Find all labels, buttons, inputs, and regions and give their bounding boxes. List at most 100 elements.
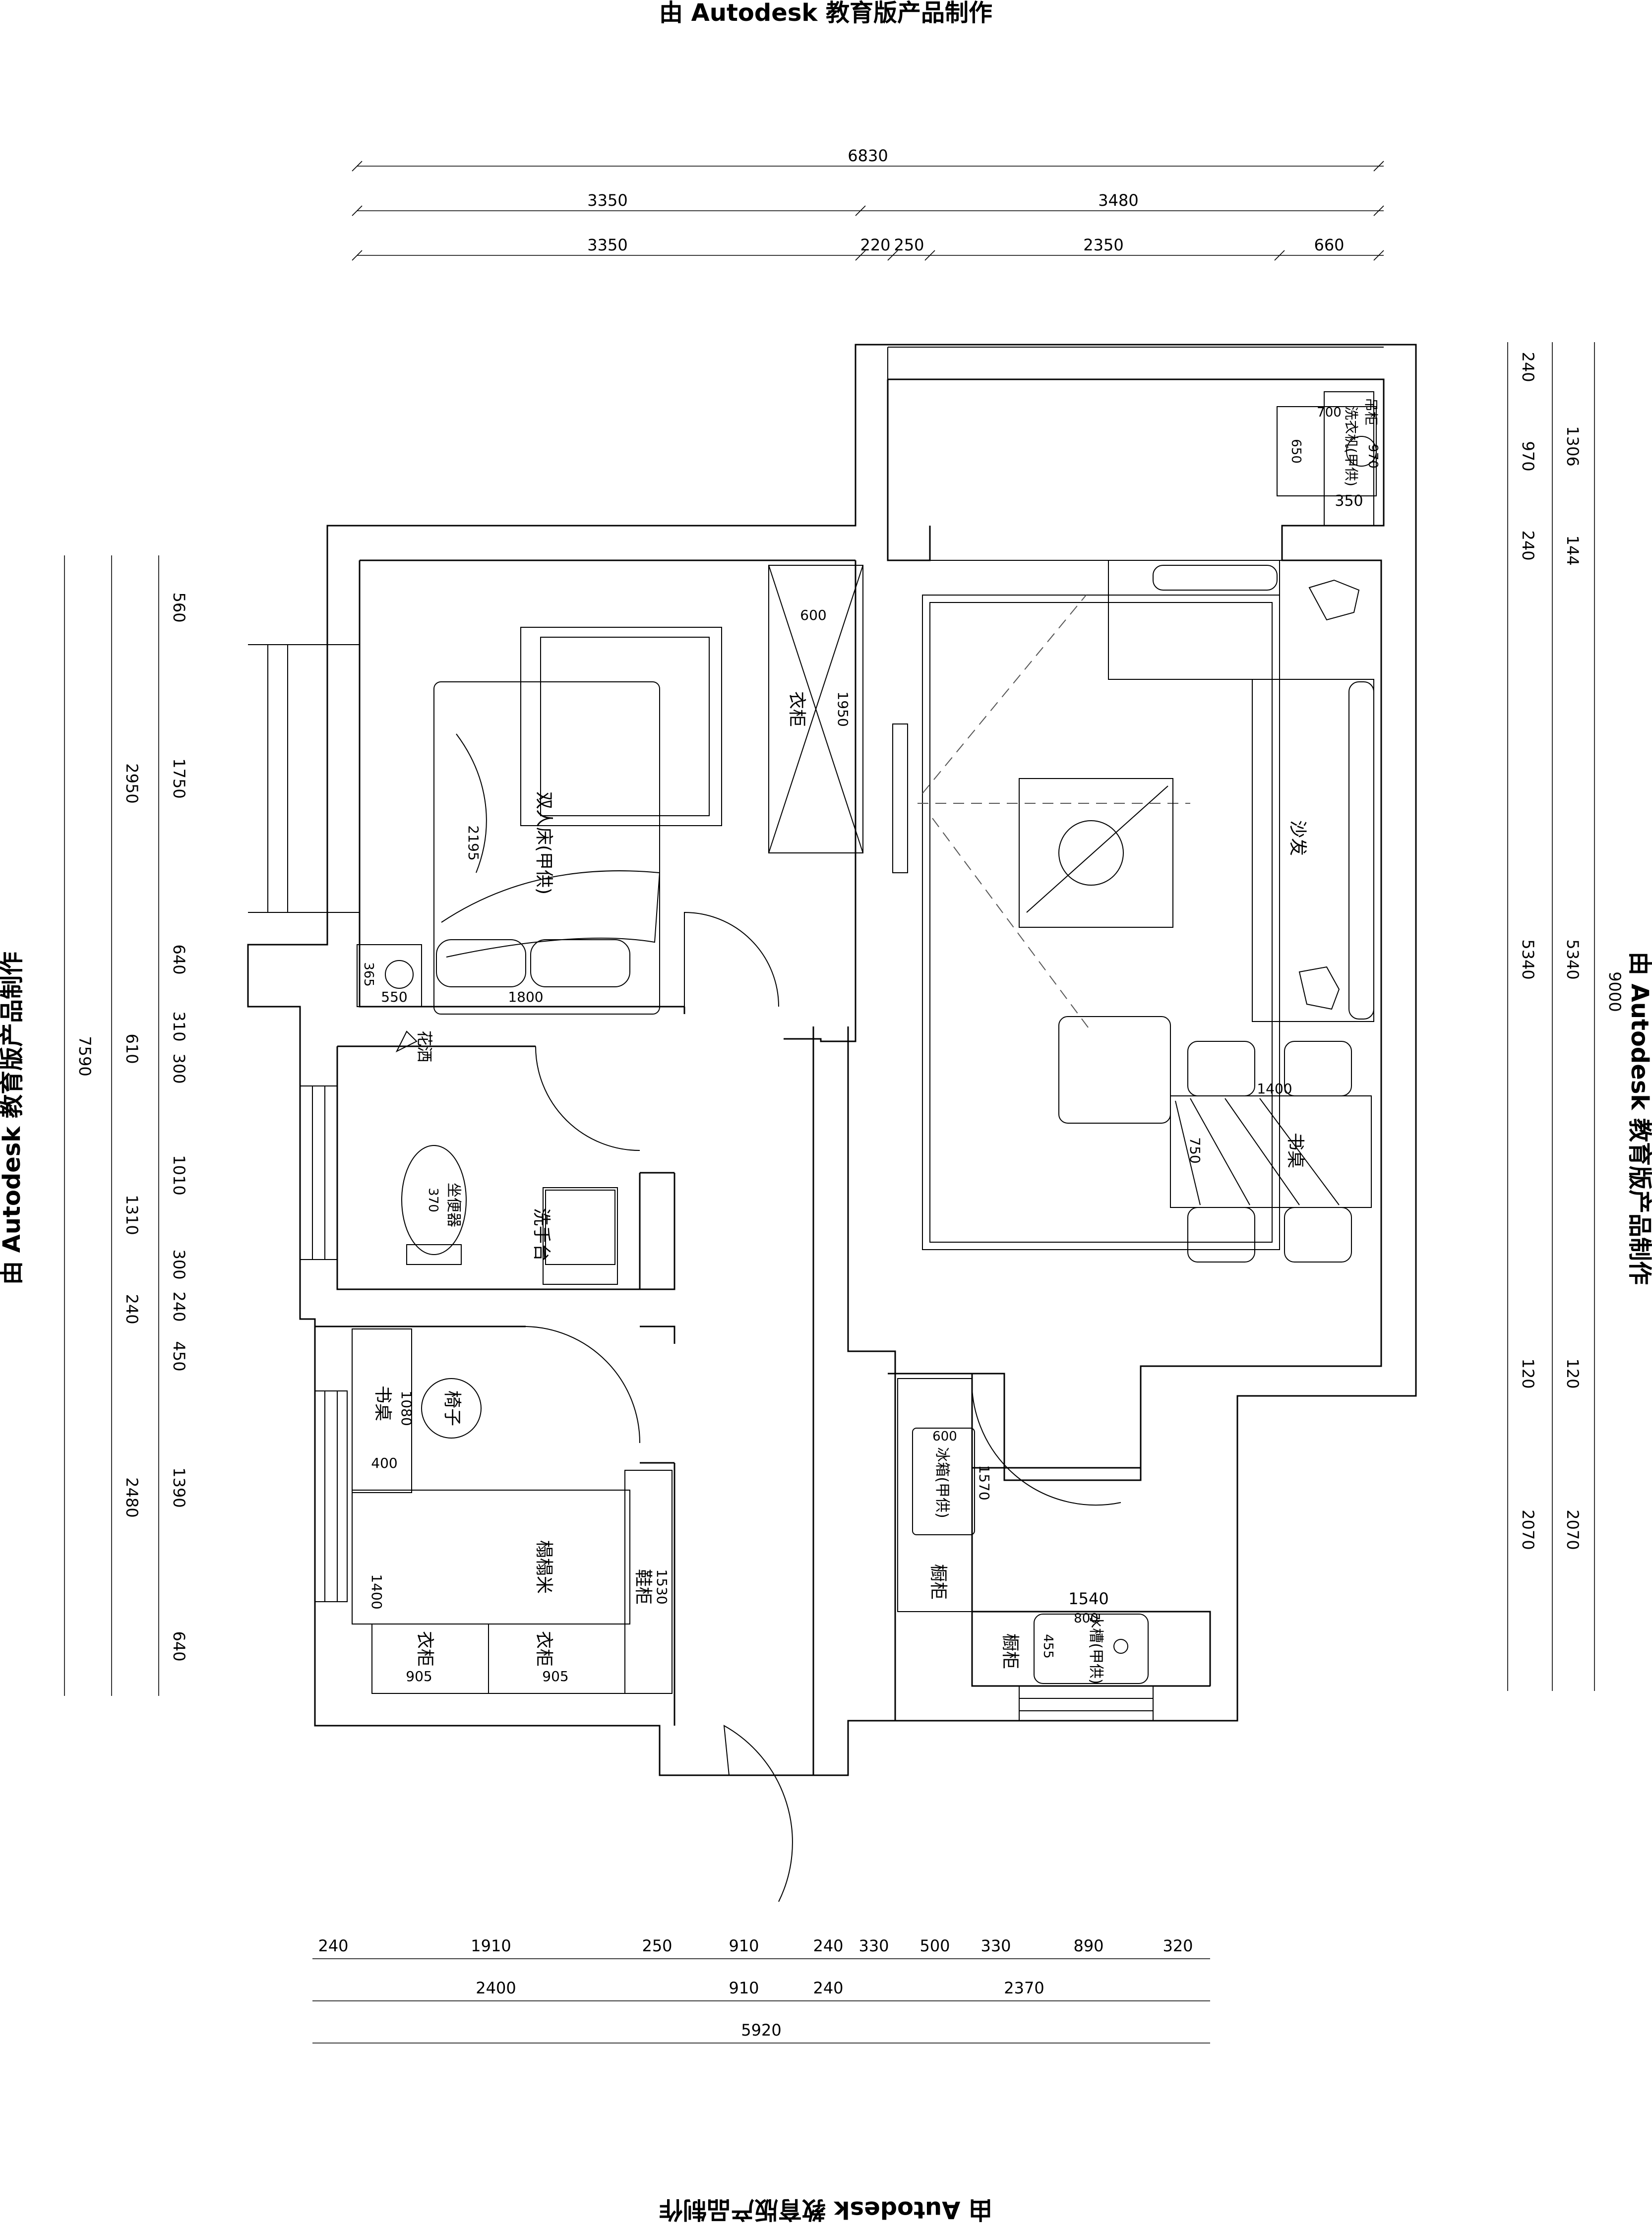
dim-top-250: 250: [894, 236, 924, 254]
nightstand-dim-365: 365: [361, 962, 376, 987]
dim-bottom-500: 500: [919, 1936, 950, 1955]
dim-left-overall: 7590: [75, 1036, 94, 1076]
dim-bottom-240c: 240: [813, 1979, 843, 1997]
washer-label: 洗衣机(甲供): [1343, 406, 1359, 486]
left-dimensions: 7590 2950 610 1310 240 2480 560 1750 640…: [64, 555, 188, 1696]
door-entrance: [723, 1725, 793, 1902]
fridge-label: 冰箱(甲供): [933, 1447, 951, 1518]
dining-table-dim-1400: 1400: [1257, 1081, 1292, 1097]
shoe-cabinet-label: 鞋柜: [633, 1569, 653, 1605]
tatami: 榻榻米 1400: [352, 1490, 630, 1624]
wardrobe-study-1: 衣柜 905: [371, 1624, 489, 1694]
watermark-top: 由 Autodesk 教育版产品制作: [659, 0, 992, 27]
wardrobe-master-label: 衣柜: [787, 691, 807, 727]
dim-right-120b: 120: [1563, 1358, 1582, 1388]
dim-left-450: 450: [170, 1341, 188, 1371]
dim-right-5340: 5340: [1519, 939, 1537, 979]
dim-bottom-890: 890: [1073, 1936, 1103, 1955]
dim-left-1390: 1390: [170, 1467, 188, 1507]
double-bed-dim-1800: 1800: [508, 989, 543, 1005]
living-room: 沙发 1400 750 书桌: [892, 560, 1374, 1263]
dim-left-2950: 2950: [122, 763, 141, 803]
sofa: 沙发: [1108, 560, 1374, 1022]
dim-bottom-910: 910: [729, 1936, 759, 1955]
ottoman: [1058, 1016, 1171, 1124]
double-bed-label: 双人床(甲供): [534, 791, 554, 895]
study-desk-label: 书桌: [372, 1385, 393, 1421]
tatami-label: 榻榻米: [534, 1540, 554, 1594]
dim-bottom-240: 240: [318, 1936, 348, 1955]
study-desk-dim-1080: 1080: [398, 1390, 415, 1426]
dim-right-2070b: 2070: [1563, 1509, 1582, 1550]
study-desk: 书桌 1080 400: [352, 1328, 415, 1493]
door-master-bedroom: [684, 911, 779, 1007]
right-dimensions: 240 970 240 5340 120 2070 1306 144 5340 …: [1507, 342, 1624, 1691]
bathroom: 花洒 坐便器 370 洗手台: [395, 1030, 618, 1285]
dim-right-144: 144: [1563, 535, 1582, 565]
dim-bottom-320: 320: [1163, 1936, 1193, 1955]
washer: 洗衣机(甲供) 吊柜 700 970 650 350: [1277, 391, 1380, 526]
dining-table-dim-750: 750: [1187, 1137, 1203, 1163]
dim-left-610: 610: [122, 1033, 141, 1064]
kitchen-sink-dim-800: 800: [1074, 1611, 1099, 1626]
dim-bottom-240b: 240: [813, 1936, 843, 1955]
master-bedroom: 衣柜 600 1950 双人床(甲供) 2195 1800 365 550: [357, 565, 863, 1015]
dim-top-660: 660: [1314, 236, 1344, 254]
kitchen: 冰箱(甲供) 600 1570 橱柜 橱柜 水槽(甲供) 1540 800 45…: [897, 1378, 1211, 1686]
kitchen-sink: 水槽(甲供) 1540 800 455: [1034, 1589, 1149, 1685]
fridge: 冰箱(甲供) 600 1570: [912, 1428, 992, 1535]
wardrobe-1-label: 衣柜: [415, 1631, 435, 1667]
nightstand-dim-550: 550: [381, 989, 407, 1005]
dim-left-1750: 1750: [170, 758, 188, 798]
top-ticks: [352, 161, 1384, 261]
wardrobe-master-dim-1950: 1950: [835, 691, 851, 726]
dim-bottom-910b: 910: [729, 1979, 759, 1997]
dim-right-970: 970: [1519, 441, 1537, 471]
dining-table-label: 书桌: [1285, 1133, 1305, 1168]
dim-bottom-overall: 5920: [741, 2021, 781, 2040]
washer-dim-650: 650: [1288, 439, 1303, 464]
tatami-dim-1400: 1400: [368, 1574, 385, 1609]
dim-right-240: 240: [1519, 352, 1537, 382]
watermark-left: 由 Autodesk 教育版产品制作: [0, 952, 26, 1285]
dim-left-1010: 1010: [170, 1155, 188, 1195]
wardrobe-2-label: 衣柜: [534, 1631, 554, 1667]
dim-left-640b: 640: [170, 1631, 188, 1661]
shoe-cabinet-dim-1530: 1530: [654, 1569, 670, 1604]
dim-top-3350: 3350: [587, 191, 627, 210]
coffee-table: [1019, 778, 1173, 928]
dim-bottom-2370: 2370: [1004, 1979, 1044, 1997]
dim-top-2350: 2350: [1083, 236, 1123, 254]
wardrobe-1-dim: 905: [406, 1668, 432, 1685]
shoe-cabinet: 鞋柜 1530: [624, 1470, 673, 1694]
chair: 椅子: [421, 1378, 482, 1439]
toilet-label: 坐便器: [445, 1183, 462, 1227]
bottom-dimensions: 240 1910 250 910 240 330 500 330 890 320…: [312, 1936, 1210, 2044]
wardrobe-study-2: 衣柜 905: [488, 1624, 625, 1694]
wardrobe-master: 衣柜 600 1950: [768, 565, 863, 853]
sofa-label: 沙发: [1287, 820, 1308, 856]
dim-left-240b: 240: [170, 1291, 188, 1322]
toilet-dim-370: 370: [426, 1188, 440, 1212]
study-desk-dim-400: 400: [371, 1455, 397, 1471]
nightstand: 365 550: [357, 944, 422, 1007]
door-kitchen: [971, 1373, 1121, 1506]
dim-right-5340b: 5340: [1563, 939, 1582, 979]
shower-label: 花洒: [415, 1030, 434, 1062]
dim-left-300: 300: [170, 1053, 188, 1083]
double-bed: 双人床(甲供) 2195 1800: [433, 627, 722, 1015]
dim-top-3480: 3480: [1098, 191, 1138, 210]
double-bed-dim-2195: 2195: [465, 825, 482, 860]
walls: [247, 344, 1417, 1776]
dim-left-240: 240: [122, 1294, 141, 1324]
shower-icon: [395, 1030, 418, 1053]
dim-left-300b: 300: [170, 1249, 188, 1279]
dim-right-2070: 2070: [1519, 1509, 1537, 1550]
cabinet-1-label: 橱柜: [928, 1564, 948, 1600]
kitchen-sink-dim-455: 455: [1040, 1634, 1055, 1659]
dim-bottom-330b: 330: [980, 1936, 1011, 1955]
dim-bottom-1910: 1910: [471, 1936, 511, 1955]
watermark-right: 由 Autodesk 教育版产品制作: [1626, 952, 1652, 1285]
chair-label: 椅子: [442, 1390, 462, 1426]
dim-left-560: 560: [170, 592, 188, 622]
